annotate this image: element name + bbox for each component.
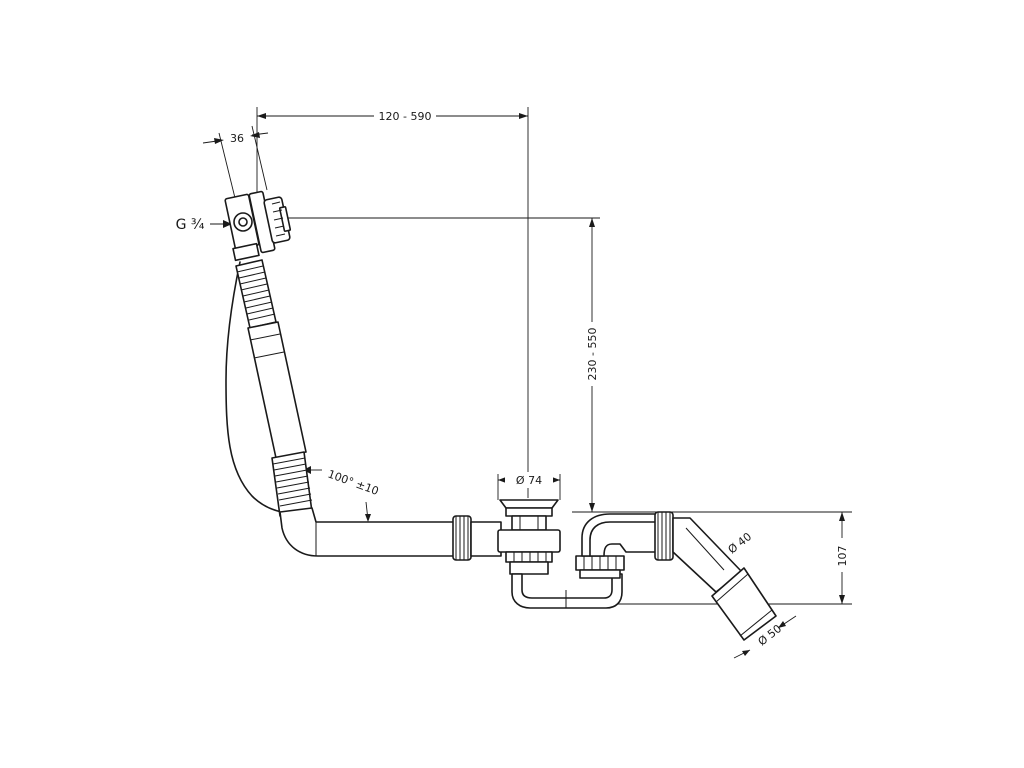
height-range-label: 230 - 550: [586, 328, 599, 381]
dimension-lines: [202, 107, 852, 659]
valve-offset-label: 36: [230, 132, 244, 145]
overflow-head: [224, 190, 292, 262]
outlet-inner-diameter-label: Ø 40: [726, 530, 755, 556]
trap-height-label: 107: [836, 546, 849, 567]
outlet-arm: [581, 511, 777, 641]
overflow-tube: [225, 259, 313, 517]
angle-label: 100° ±10: [326, 468, 380, 498]
waste-trap: [497, 499, 625, 609]
thread-label: G ¾: [176, 217, 205, 233]
length-range-label: 120 - 590: [379, 110, 432, 123]
horizontal-pipe: [279, 507, 502, 561]
waste-diameter-label: Ø 74: [516, 474, 542, 487]
